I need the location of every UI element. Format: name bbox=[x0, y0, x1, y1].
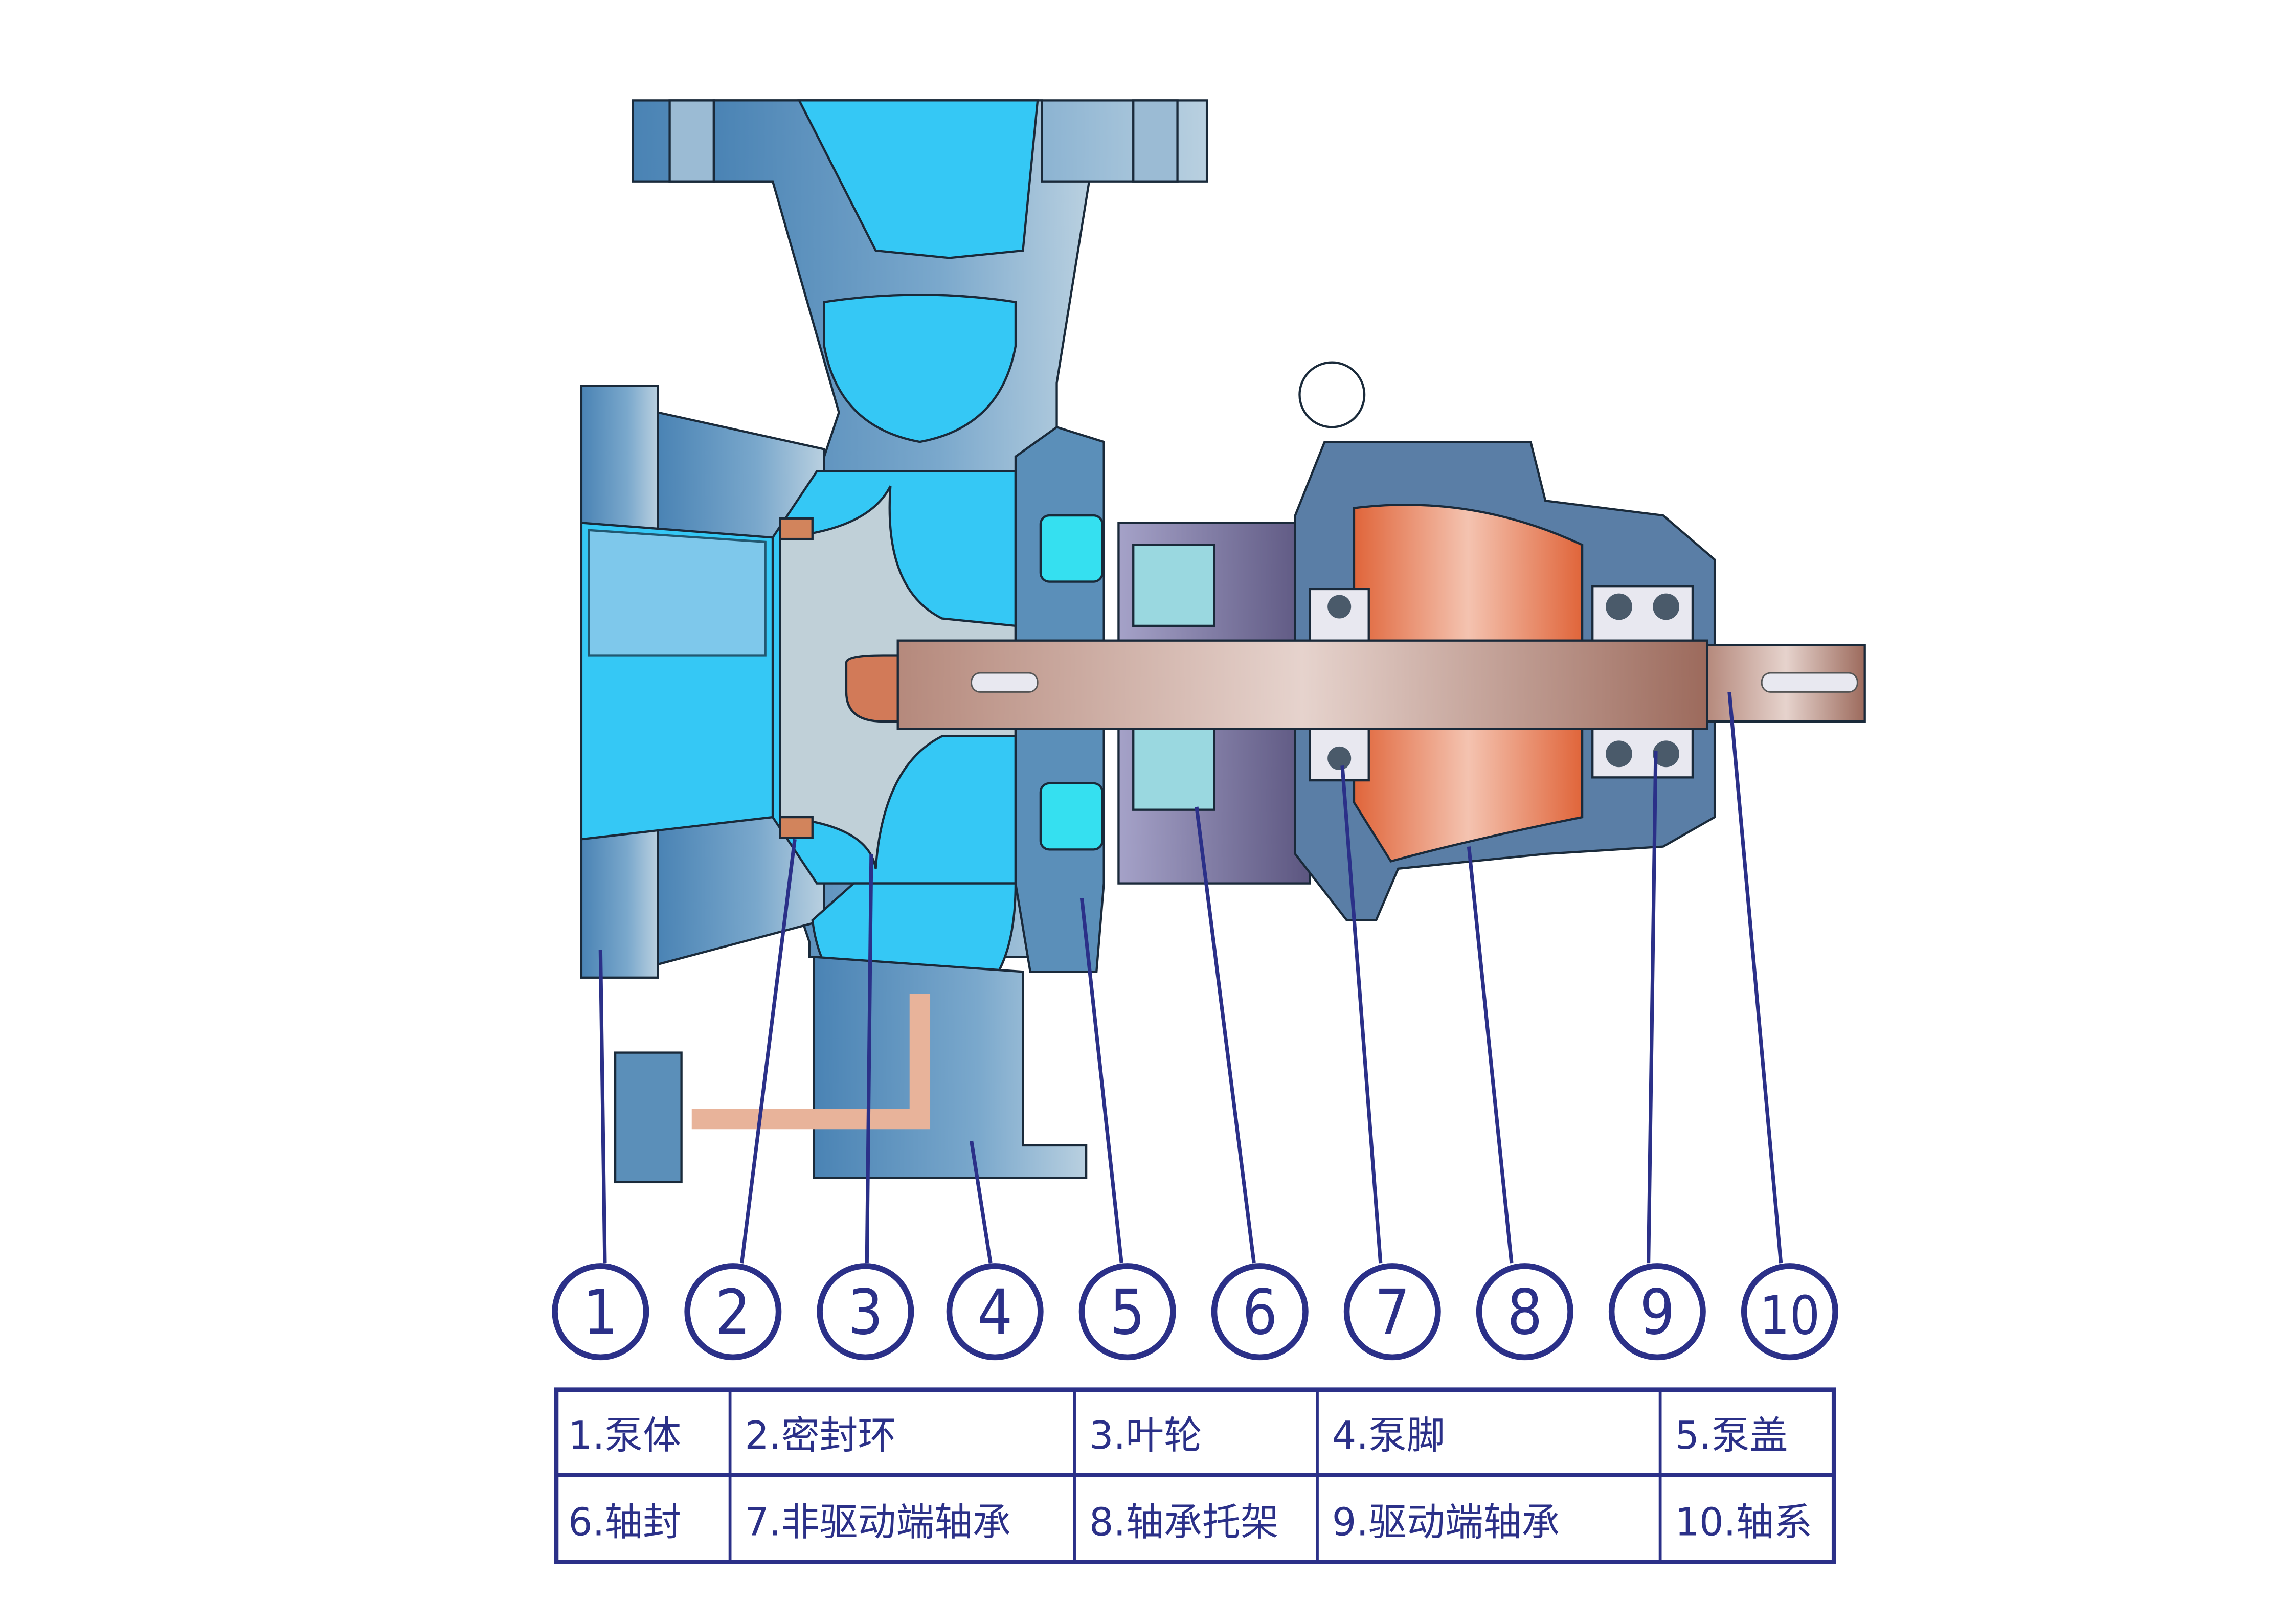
legend-cell: 5.泵盖 bbox=[1675, 1413, 1788, 1458]
svg-text:1: 1 bbox=[583, 1276, 618, 1348]
legend-cell: 8.轴承托架 bbox=[1089, 1500, 1279, 1545]
legend-cell: 3.叶轮 bbox=[1089, 1413, 1202, 1458]
svg-text:8: 8 bbox=[1507, 1276, 1542, 1348]
legend-cell: 10.轴系 bbox=[1675, 1500, 1812, 1545]
callout-3: 3 bbox=[817, 1263, 914, 1361]
callout-4: 4 bbox=[946, 1263, 1044, 1361]
svg-text:5: 5 bbox=[1110, 1276, 1145, 1348]
svg-text:7: 7 bbox=[1375, 1276, 1410, 1348]
callout-6: 6 bbox=[1211, 1263, 1309, 1361]
svg-text:6: 6 bbox=[1242, 1276, 1277, 1348]
legend-cell: 2.密封环 bbox=[745, 1413, 896, 1458]
legend-table: 1.泵体 2.密封环 3.叶轮 4.泵脚 5.泵盖 6.轴封 7.非驱动端轴承 … bbox=[554, 1387, 1836, 1564]
svg-text:4: 4 bbox=[977, 1276, 1012, 1348]
callout-7: 7 bbox=[1343, 1263, 1441, 1361]
callout-markers: 1 2 3 4 5 6 7 8 9 10 bbox=[552, 1263, 1838, 1361]
svg-text:2: 2 bbox=[715, 1276, 751, 1348]
callout-2: 2 bbox=[684, 1263, 782, 1361]
svg-text:10: 10 bbox=[1760, 1285, 1820, 1346]
svg-text:3: 3 bbox=[848, 1276, 883, 1348]
leader-lines bbox=[598, 692, 1783, 1264]
pump-body bbox=[580, 99, 1866, 1184]
legend-cell: 1.泵体 bbox=[568, 1413, 681, 1458]
callout-8: 8 bbox=[1476, 1263, 1573, 1361]
callout-9: 9 bbox=[1608, 1263, 1706, 1361]
callout-5: 5 bbox=[1078, 1263, 1176, 1361]
svg-text:9: 9 bbox=[1639, 1276, 1675, 1348]
legend-cell: 7.非驱动端轴承 bbox=[745, 1500, 1010, 1545]
legend-cell: 4.泵脚 bbox=[1332, 1413, 1445, 1458]
callout-1: 1 bbox=[552, 1263, 649, 1361]
legend-cell: 9.驱动端轴承 bbox=[1332, 1500, 1560, 1545]
legend-cell: 6.轴封 bbox=[568, 1500, 681, 1545]
callout-10: 10 bbox=[1741, 1263, 1838, 1361]
